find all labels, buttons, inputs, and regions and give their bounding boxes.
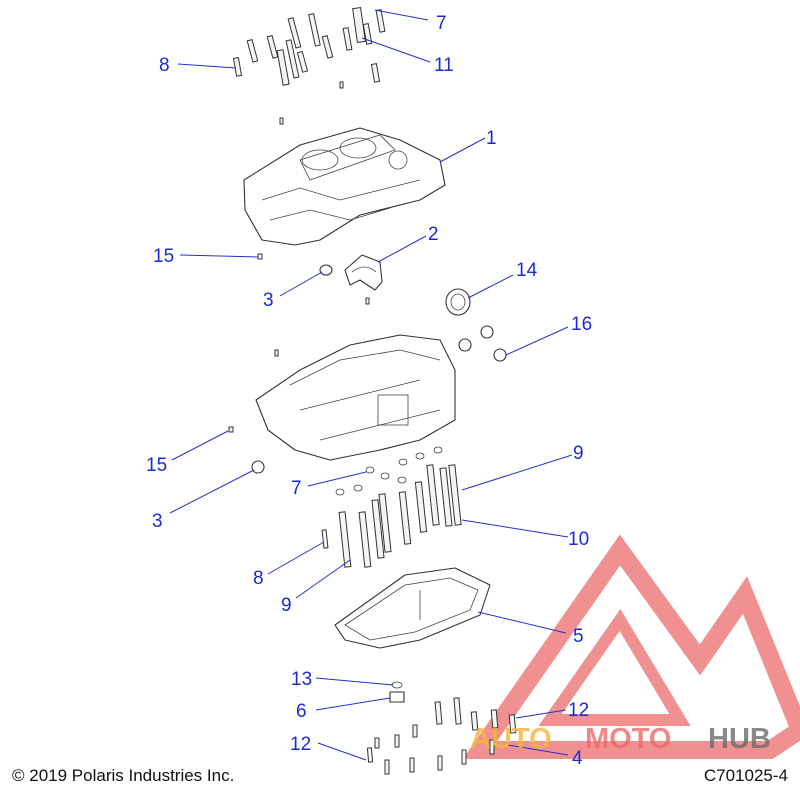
callout-3-lower: 3 bbox=[152, 511, 163, 532]
callouts: 7 11 8 1 2 15 3 14 16 15 3 7 9 10 8 9 5 … bbox=[146, 13, 592, 769]
callout-10: 10 bbox=[568, 529, 589, 550]
watermark-text: AUTO MOTO HUB bbox=[470, 723, 771, 755]
callout-4: 4 bbox=[572, 748, 583, 769]
callout-9-left: 9 bbox=[281, 595, 292, 616]
callout-15-upper: 15 bbox=[153, 246, 174, 267]
callout-14: 14 bbox=[516, 260, 538, 281]
bearing-bracket bbox=[344, 254, 383, 291]
watermark-logo bbox=[462, 534, 800, 759]
oil-seal bbox=[445, 288, 471, 316]
callout-8-lower: 8 bbox=[253, 568, 264, 589]
callout-13: 13 bbox=[291, 669, 312, 690]
drain-plug bbox=[389, 691, 405, 703]
dowel-pins bbox=[228, 253, 370, 433]
washer-cluster bbox=[335, 446, 443, 496]
callout-15-lower: 15 bbox=[146, 455, 167, 476]
copyright-notice: © 2019 Polaris Industries Inc. bbox=[12, 766, 235, 785]
upper-crankcase bbox=[243, 127, 446, 246]
upper-bolt-cluster bbox=[232, 7, 386, 125]
lower-crankcase bbox=[255, 334, 456, 461]
oil-pan bbox=[334, 567, 491, 649]
callout-2: 2 bbox=[428, 224, 439, 245]
callout-9-right: 9 bbox=[573, 443, 584, 464]
watermark-auto: AUTO bbox=[470, 723, 552, 755]
drawing-number: C701025-4 bbox=[703, 766, 788, 785]
plug-cluster bbox=[458, 325, 507, 362]
leader-lines bbox=[169, 9, 573, 761]
callout-6: 6 bbox=[296, 701, 307, 722]
nut-upper bbox=[319, 264, 333, 276]
long-bolt-cluster bbox=[321, 464, 462, 568]
callout-5: 5 bbox=[573, 626, 584, 647]
watermark-hub: HUB bbox=[708, 723, 771, 755]
callout-8-left: 8 bbox=[159, 55, 170, 76]
callout-12-left: 12 bbox=[290, 734, 311, 755]
nut-lower bbox=[251, 460, 265, 474]
callout-1: 1 bbox=[486, 128, 497, 149]
callout-8-top: 7 bbox=[436, 13, 447, 34]
callout-12-right: 12 bbox=[568, 700, 589, 721]
drain-washer bbox=[391, 681, 403, 689]
callout-3-upper: 3 bbox=[263, 290, 274, 311]
callout-7: 7 bbox=[291, 478, 302, 499]
watermark-moto: MOTO bbox=[585, 723, 671, 755]
pan-bolt-cluster bbox=[366, 697, 517, 775]
callout-16: 16 bbox=[571, 314, 592, 335]
callout-11: 11 bbox=[434, 55, 454, 76]
